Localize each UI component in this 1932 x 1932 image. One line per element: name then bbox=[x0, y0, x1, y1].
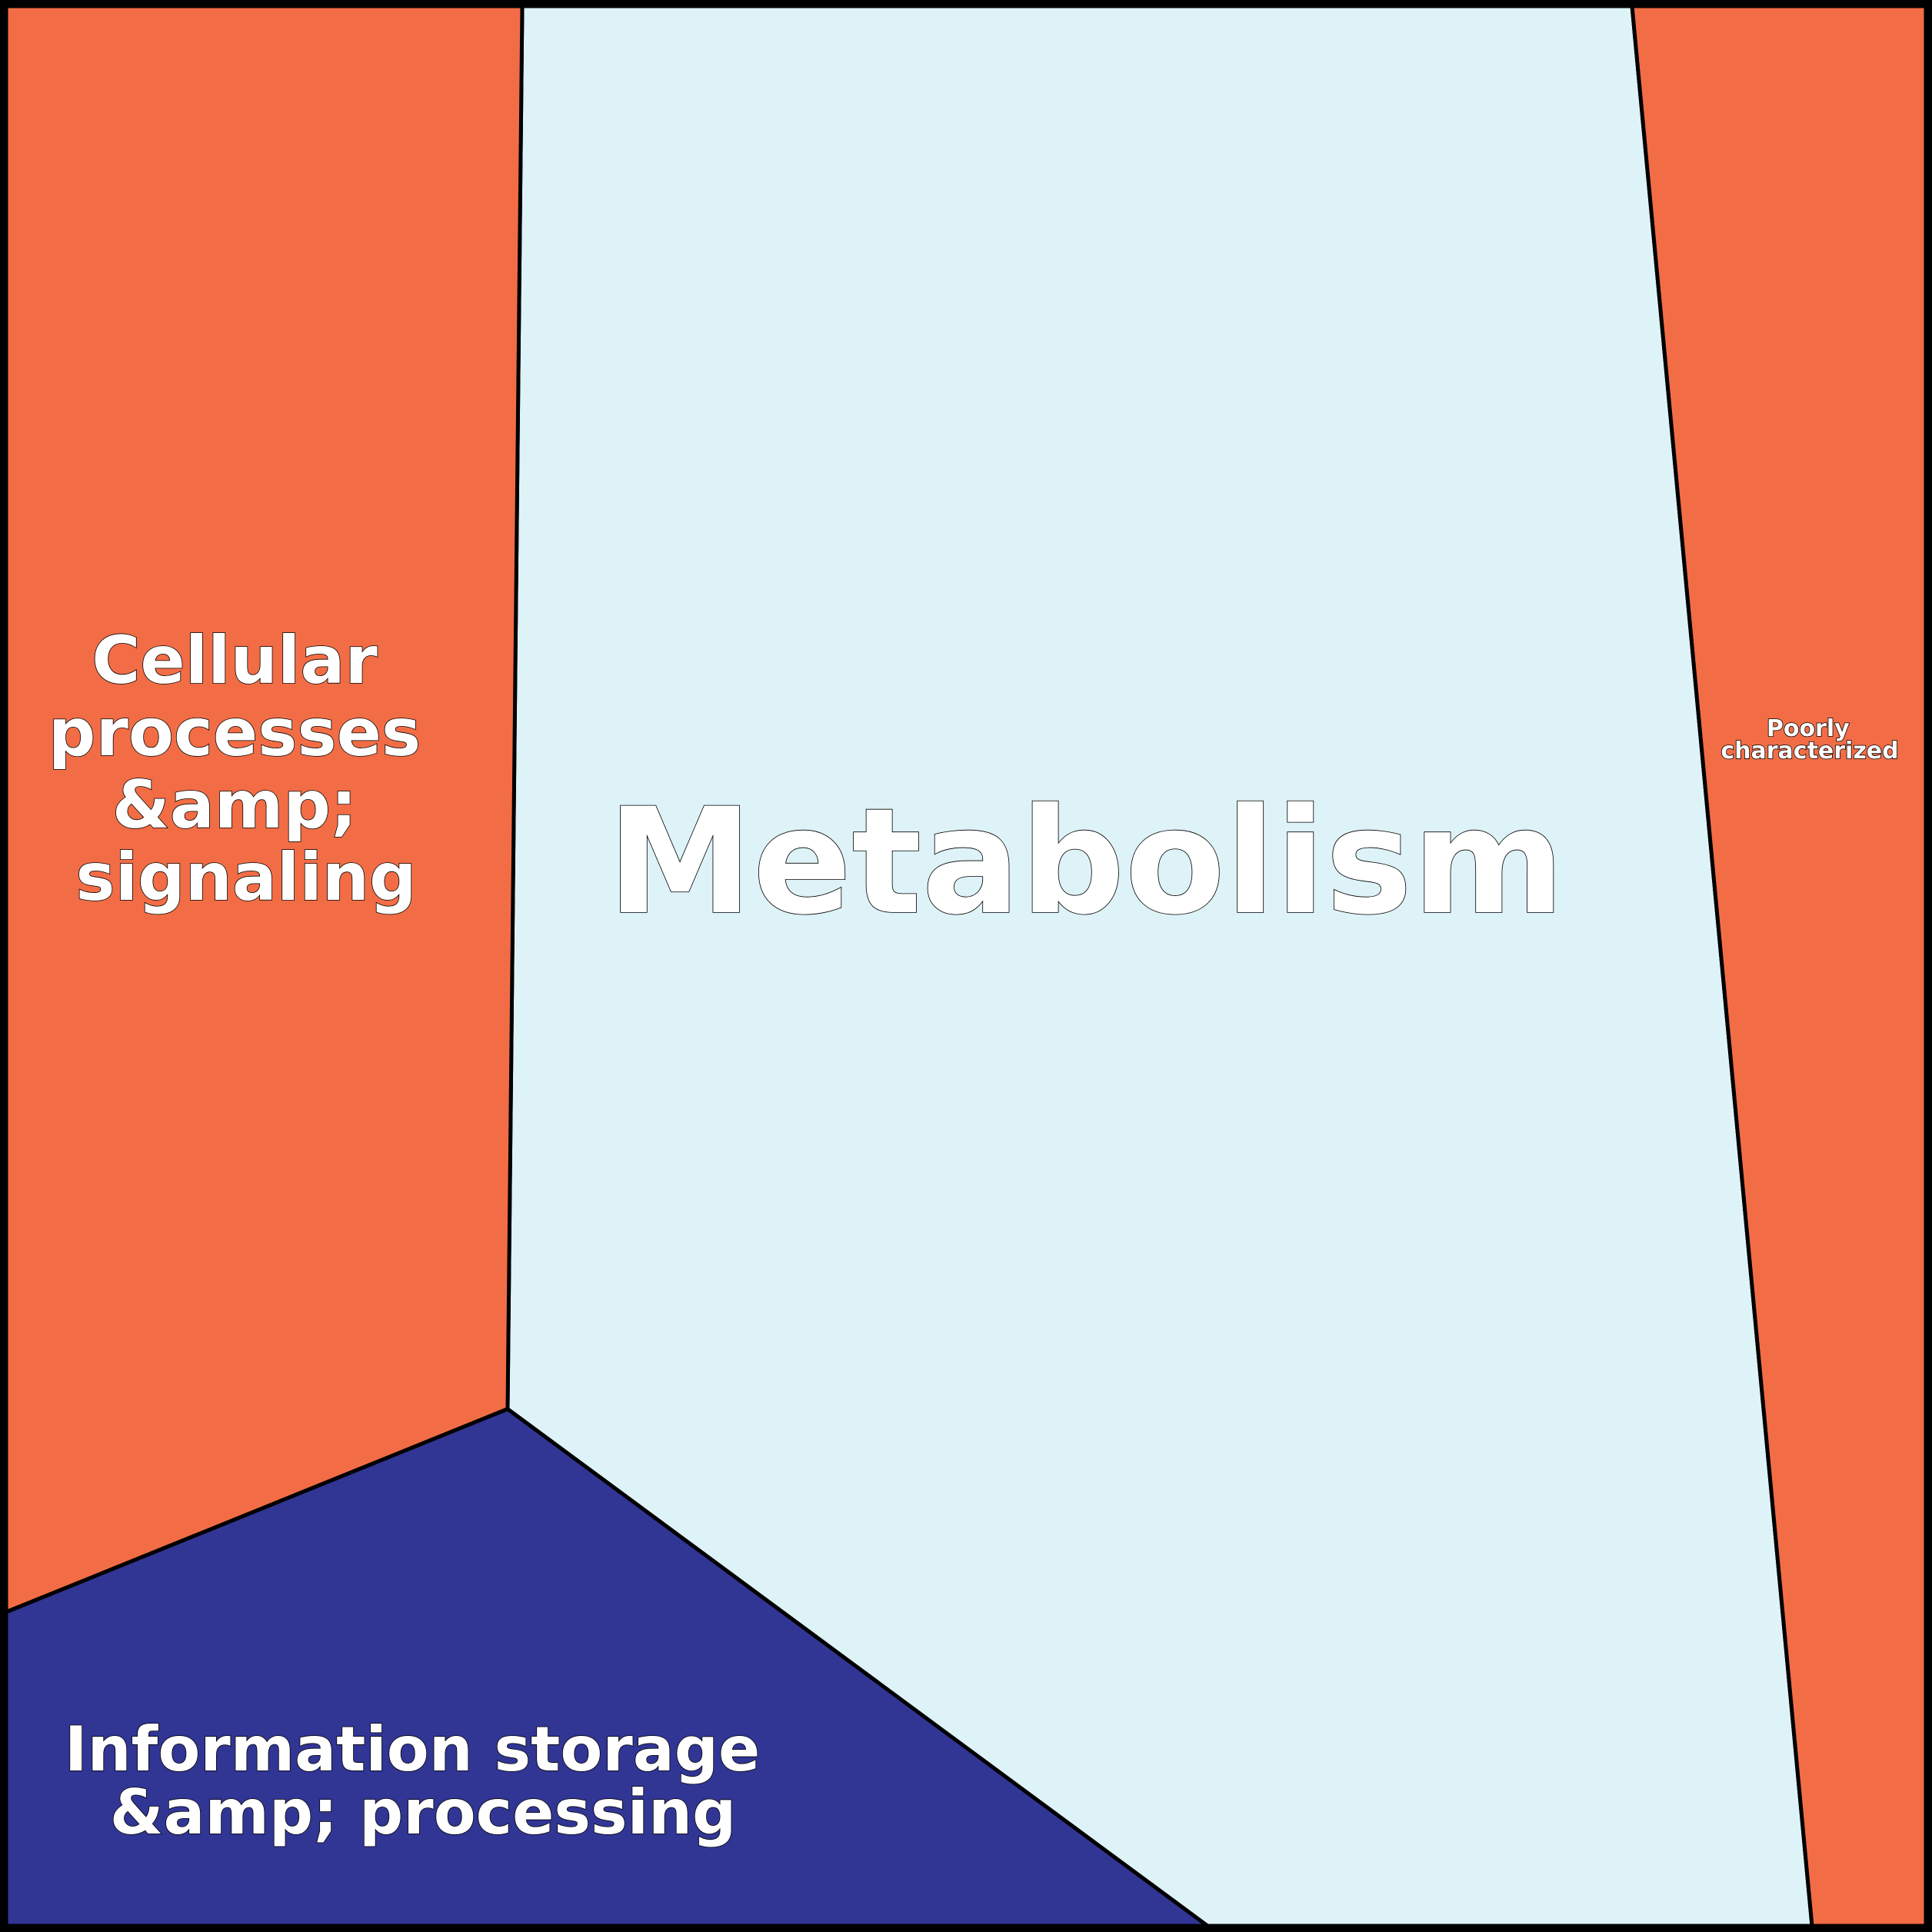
label-poorly-characterized: Poorly characterized bbox=[1720, 715, 1898, 764]
label-metabolism: Metabolism bbox=[608, 777, 1565, 947]
label-cellular-processes-signaling: Cellular processes &amp; signaling bbox=[48, 622, 444, 916]
label-information-storage-processing: Information storage &amp; processing bbox=[65, 1714, 781, 1848]
